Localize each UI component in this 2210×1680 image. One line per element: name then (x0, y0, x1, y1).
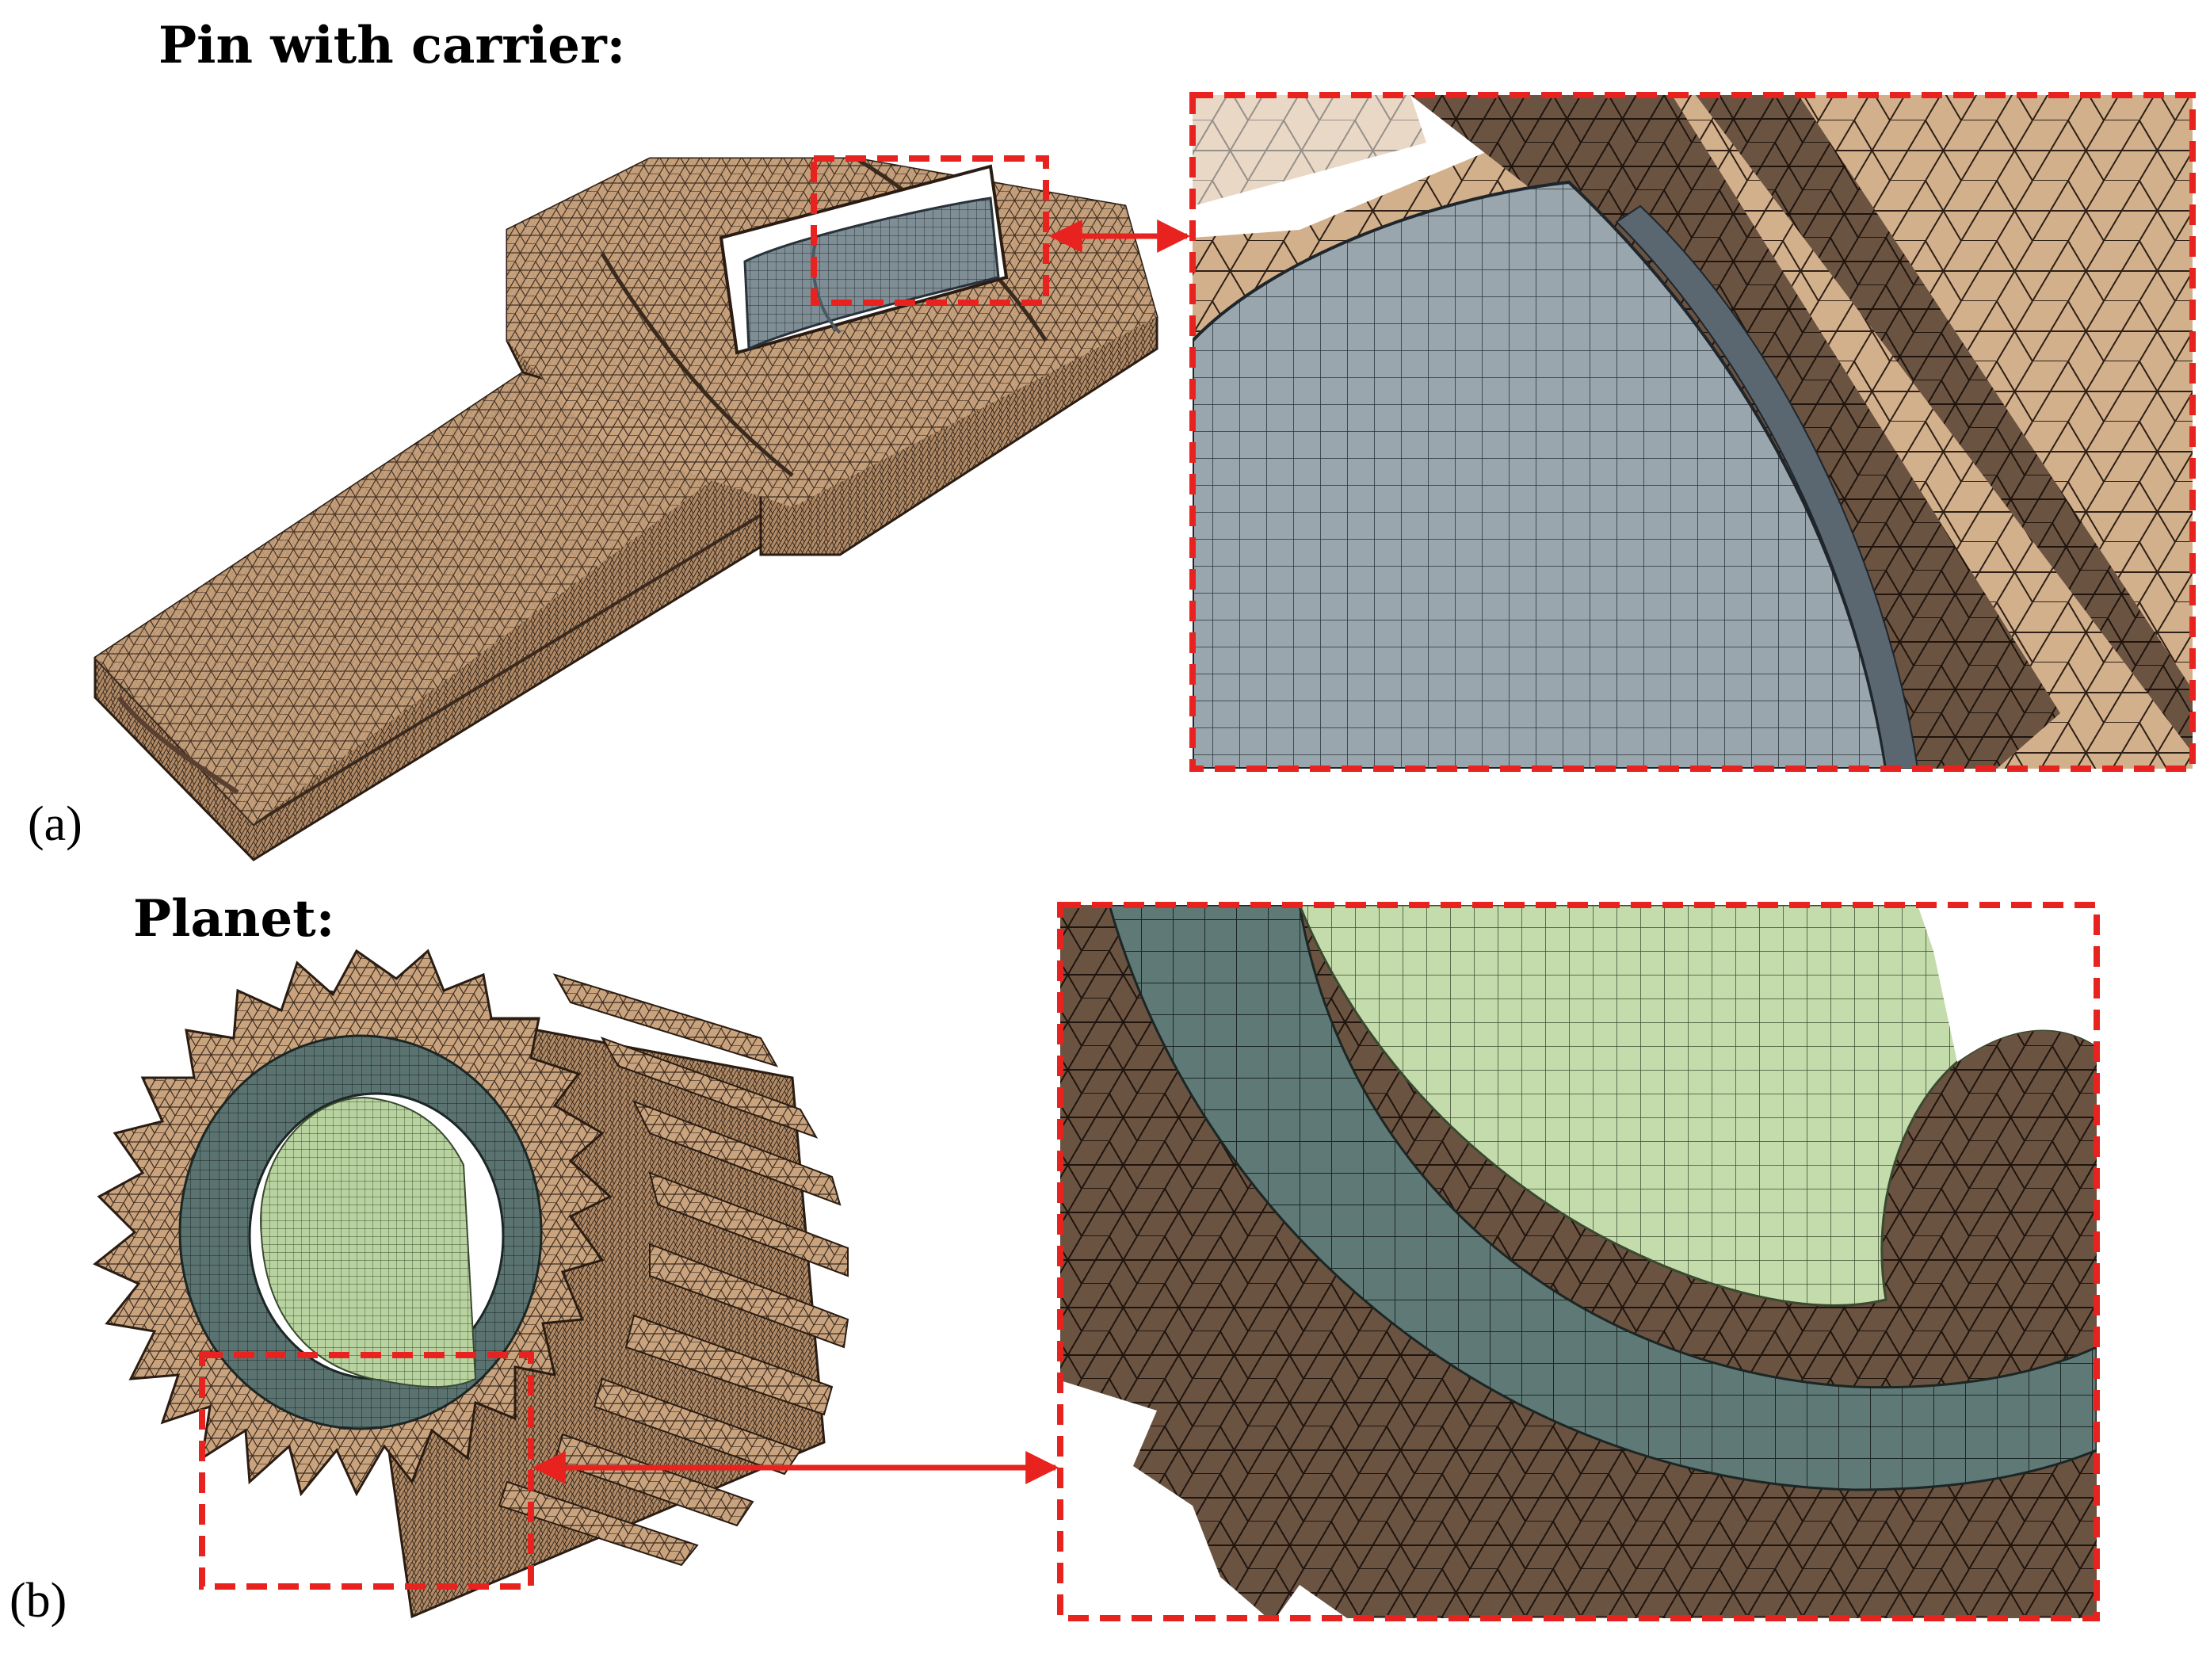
panel-a-label: (a) (28, 797, 82, 851)
callout-box-large-a (1189, 92, 2196, 772)
planet-gear-zoom (1060, 905, 2097, 1618)
callout-box-small-a (811, 155, 1049, 306)
callout-box-large-b (1057, 902, 2100, 1621)
panel-a-heading: Pin with carrier: (158, 16, 626, 75)
panel-b-label: (b) (10, 1574, 67, 1628)
pin-carrier-model (94, 155, 1191, 861)
callout-box-small-b (199, 1352, 534, 1590)
panel-b-heading: Planet: (133, 889, 335, 949)
pin-carrier-zoom (1193, 95, 2193, 769)
planet-gear-model (93, 949, 1059, 1619)
